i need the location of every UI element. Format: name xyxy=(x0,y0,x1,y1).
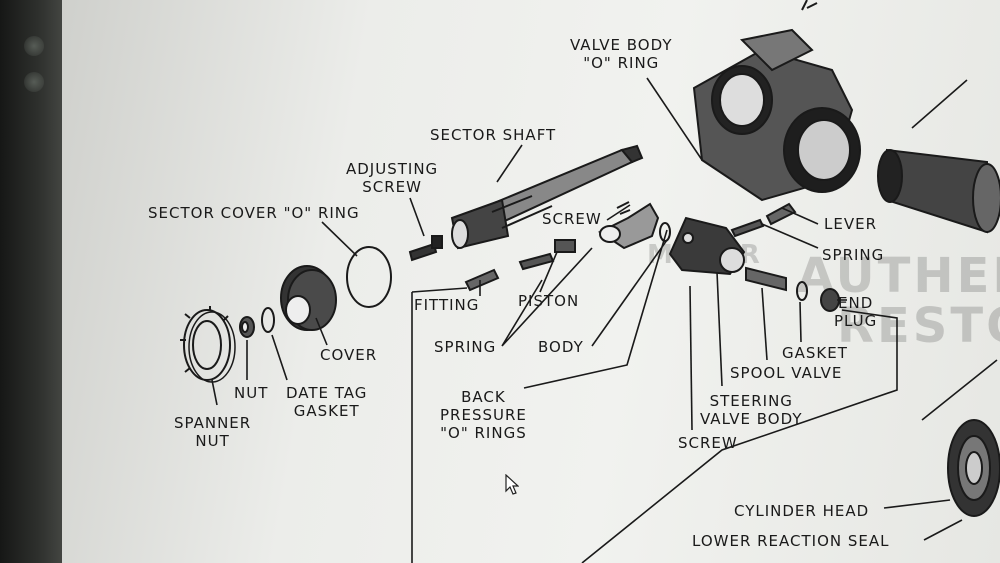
sector-cover-o-ring-part xyxy=(346,246,392,308)
label-screw-lower: SCREW xyxy=(678,434,738,452)
leader-lines xyxy=(211,77,998,563)
label-spanner-nut: SPANNER NUT xyxy=(174,414,252,450)
cover-part xyxy=(280,265,337,331)
mouse-cursor-icon xyxy=(505,474,519,495)
label-nut: NUT xyxy=(234,384,269,402)
label-cover: COVER xyxy=(320,346,378,364)
cylinder-head-part xyxy=(947,419,1000,517)
lever-part xyxy=(765,202,797,226)
label-valve-body-o-ring: VALVE BODY "O" RING xyxy=(570,36,673,72)
label-sector-cover-o-ring: SECTOR COVER "O" RING xyxy=(148,204,360,222)
bezel-glow xyxy=(24,72,44,92)
label-body: BODY xyxy=(538,338,584,356)
label-spring-right: SPRING xyxy=(822,246,885,264)
adjusting-screw-part xyxy=(408,235,443,262)
label-fitting: FITTING xyxy=(414,296,480,314)
fitting-part xyxy=(464,268,500,292)
label-screw-upper: SCREW xyxy=(542,210,602,228)
piston-spring-part xyxy=(518,252,555,271)
sector-shaft-part xyxy=(450,144,644,250)
label-back-pressure-o-rings: BACK PRESSURE "O" RINGS xyxy=(440,388,527,442)
label-sector-shaft: SECTOR SHAFT xyxy=(430,126,557,144)
valve-body-housing-part xyxy=(692,0,861,202)
screw-upper-part xyxy=(616,201,631,215)
exploded-parts-diagram xyxy=(180,0,1000,563)
bezel-glow xyxy=(24,36,44,56)
date-tag-gasket-part xyxy=(261,307,275,333)
spanner-nut-part xyxy=(180,306,236,383)
steering-valve-body-part xyxy=(668,216,746,276)
label-spool-valve: SPOOL VALVE xyxy=(730,364,843,382)
monitor-bezel xyxy=(0,0,70,563)
label-lever: LEVER xyxy=(824,215,877,233)
label-end-plug: END PLUG xyxy=(834,294,878,330)
label-cylinder-head: CYLINDER HEAD xyxy=(734,502,870,520)
monitor-screen: MOPAR AUTHEN RESTOR xyxy=(62,0,1000,563)
nut-part xyxy=(239,316,255,338)
label-date-tag-gasket: DATE TAG GASKET xyxy=(286,384,368,420)
label-spring-left: SPRING xyxy=(434,338,497,356)
body-part xyxy=(598,202,671,250)
piston-part xyxy=(554,239,576,253)
spring-right-part xyxy=(730,218,765,238)
label-adjusting-screw: ADJUSTING SCREW xyxy=(346,160,439,196)
spool-valve-part xyxy=(745,266,787,292)
gasket-part xyxy=(796,281,808,301)
label-piston: PISTON xyxy=(518,292,580,310)
piston-assembly-part xyxy=(877,148,1000,234)
label-steering-valve-body: STEERING VALVE BODY xyxy=(700,392,803,428)
label-lower-reaction-seal: LOWER REACTION SEAL xyxy=(692,532,890,550)
label-gasket-right: GASKET xyxy=(782,344,848,362)
